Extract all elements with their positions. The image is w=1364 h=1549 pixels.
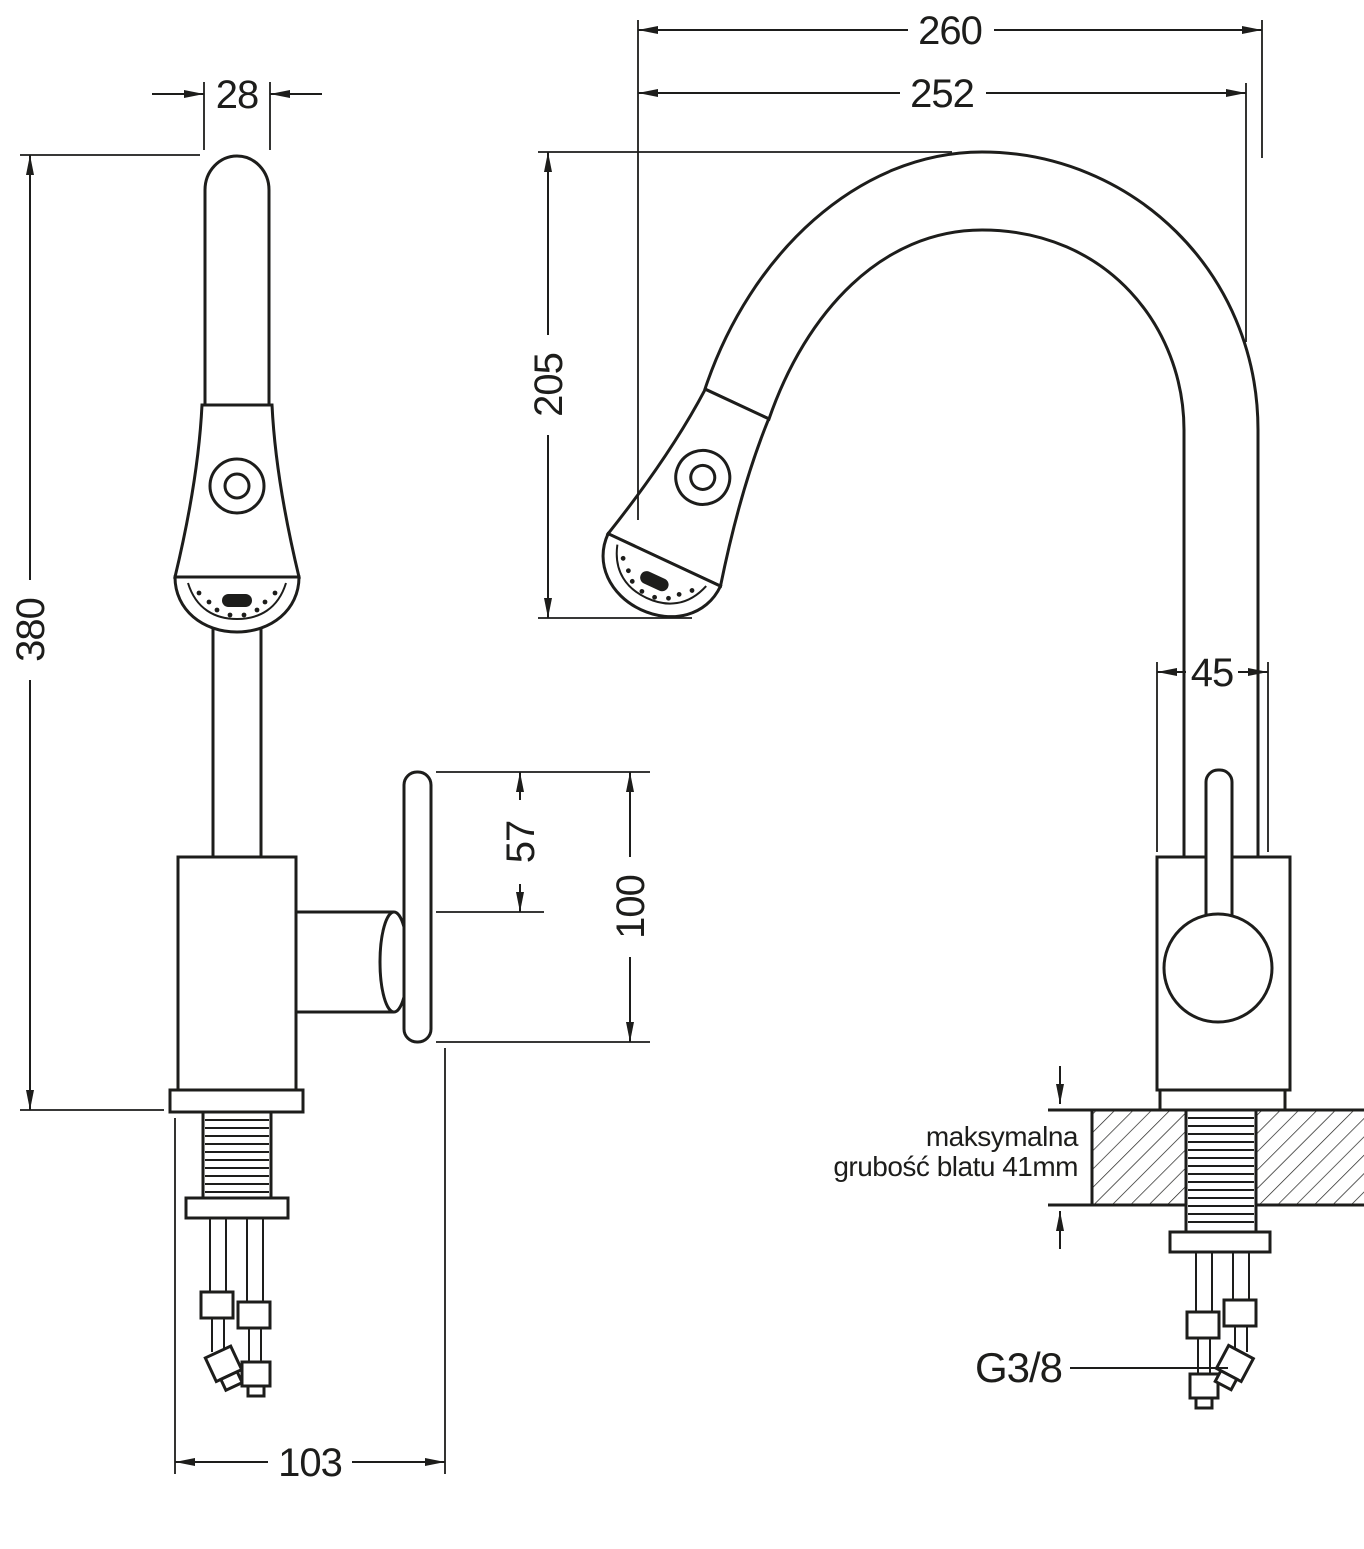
gooseneck-spout (703, 150, 1260, 859)
thread-size-label: G3/8 (975, 1344, 1062, 1391)
dim-label-28: 28 (216, 73, 259, 117)
dim-label-100: 100 (609, 875, 653, 939)
supply-hoses-front (199, 1218, 272, 1398)
base-flange-side (1158, 1088, 1287, 1112)
side-view (583, 150, 1364, 1410)
spout-tube-front (203, 154, 271, 413)
supply-hoses-side (1185, 1252, 1258, 1410)
handle-connector (296, 910, 394, 1014)
front-view (168, 154, 433, 1398)
threaded-shank-side (1184, 1108, 1258, 1234)
shank-threads-front (205, 1119, 269, 1193)
threaded-shank-front (201, 1110, 273, 1200)
mounting-nut-front (184, 1196, 290, 1220)
dim-label-252: 252 (910, 72, 974, 116)
dim-label-45: 45 (1191, 651, 1234, 695)
dim-label-380: 380 (9, 598, 53, 662)
base-flange-front (168, 1088, 305, 1114)
countertop-note-line2: grubość blatu 41mm (833, 1151, 1078, 1182)
handle-knob (1162, 912, 1274, 1024)
spray-head-front (173, 403, 301, 634)
dim-label-205: 205 (527, 353, 571, 417)
dim-label-260: 260 (918, 9, 982, 53)
dimension-lines (12, 9, 1269, 1483)
shank-threads-side (1188, 1117, 1254, 1223)
dim-label-57: 57 (499, 821, 543, 864)
dim-label-103: 103 (278, 1441, 342, 1485)
handle-lever-front (402, 770, 433, 1044)
countertop (1048, 1108, 1364, 1207)
dimension-labels: 28 380 205 260 252 45 57 100 103 maksyma… (9, 9, 1234, 1485)
mounting-nut-side (1168, 1230, 1272, 1254)
spray-head-side (583, 376, 795, 638)
faucet-body-front (176, 855, 298, 1092)
countertop-note-line1: maksymalna (926, 1121, 1079, 1152)
